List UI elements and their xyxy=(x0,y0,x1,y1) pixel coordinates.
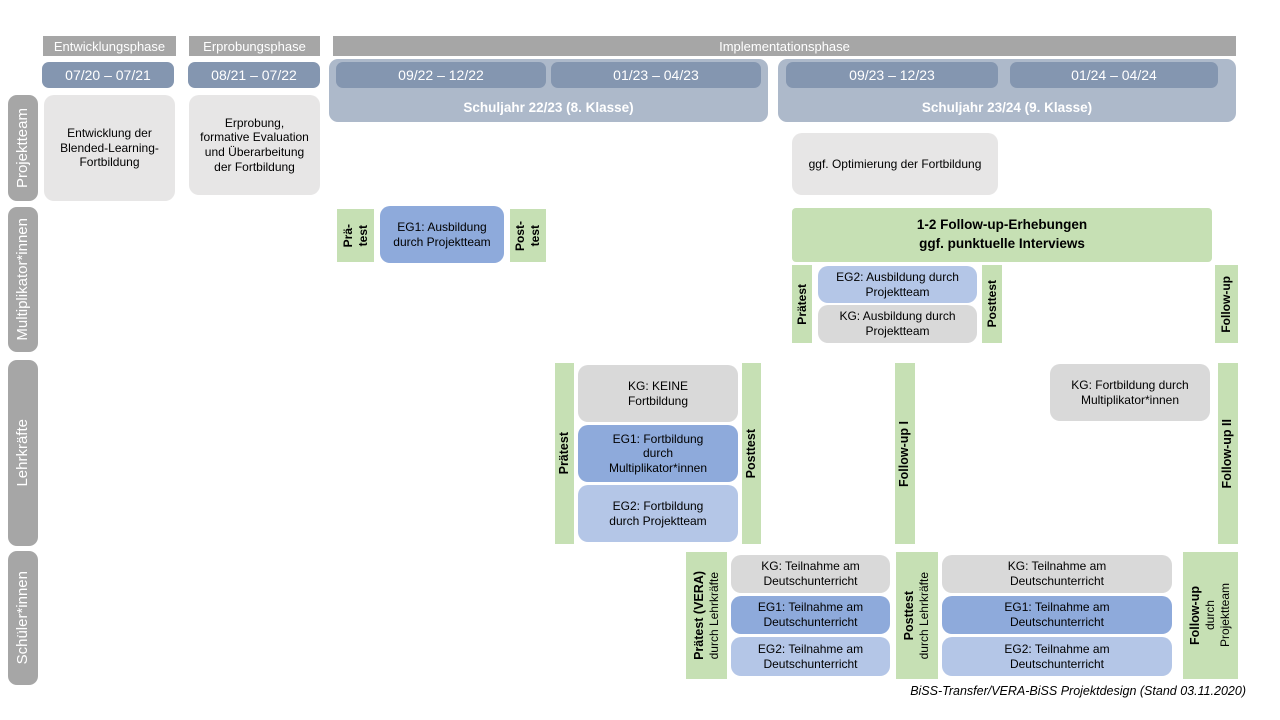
followup-label: Follow-up xyxy=(1219,275,1234,333)
followup-bar-schueler: Follow-up durch Projektteam xyxy=(1183,552,1238,679)
row-label-schueler: Schüler*innen xyxy=(8,551,38,685)
box-entwicklung-fortbildung: Entwicklung der Blended-Learning-Fortbil… xyxy=(44,95,175,201)
praetest-bar-lehrkraefte: Prätest xyxy=(555,363,574,544)
praetest-label: Prätest xyxy=(794,283,809,325)
date-bar-0124-0424: 01/24 – 04/24 xyxy=(1010,62,1218,88)
box-eg2-teilnahme-2: EG2: Teilnahme am Deutschunterricht xyxy=(942,637,1172,676)
date-bar-0922-1222: 09/22 – 12/22 xyxy=(336,62,546,88)
posttest-bar-schueler: Posttest durch Lehrkräfte xyxy=(896,552,938,679)
box-eg2-ausbildung-projektteam: EG2: Ausbildung durch Projektteam xyxy=(818,266,977,303)
posttest-label: Posttest xyxy=(743,428,758,479)
followup1-bar-lehrkraefte: Follow-up I xyxy=(895,363,915,544)
schoolyear-label: Schuljahr 23/24 (9. Klasse) xyxy=(921,100,1093,115)
row-label-lehrkraefte: Lehrkräfte xyxy=(8,360,38,546)
box-erprobung-evaluation: Erprobung, formative Evaluation und Über… xyxy=(189,95,320,195)
date-bar-0821-0722: 08/21 – 07/22 xyxy=(188,62,320,88)
phase-header-entwicklung: Entwicklungsphase xyxy=(43,36,176,56)
durch-lehrkraefte-label: durch Lehrkräfte xyxy=(917,571,932,660)
date-bar-0923-1223: 09/23 – 12/23 xyxy=(786,62,998,88)
box-kg-ausbildung-projektteam: KG: Ausbildung durch Projektteam xyxy=(818,305,977,343)
followup2-bar-lehrkraefte: Follow-up II xyxy=(1218,363,1238,544)
box-eg2-teilnahme-1: EG2: Teilnahme am Deutschunterricht xyxy=(731,637,890,676)
posttest-label: Posttest xyxy=(984,280,999,328)
box-eg1-teilnahme-2: EG1: Teilnahme am Deutschunterricht xyxy=(942,596,1172,634)
box-eg1-teilnahme-1: EG1: Teilnahme am Deutschunterricht xyxy=(731,596,890,634)
diagram-caption: BiSS-Transfer/VERA-BiSS Projektdesign (S… xyxy=(910,684,1246,698)
durch-lehrkraefte-label: durch Lehrkräfte xyxy=(706,571,721,660)
posttest-bar-multiplikatoren: Post- test xyxy=(510,209,546,262)
posttest-label: Posttest xyxy=(902,590,917,641)
followup-bar-multiplikatoren: Follow-up xyxy=(1215,265,1238,343)
posttest-label-line1: Post- xyxy=(513,220,528,251)
row-label-text: Schüler*innen xyxy=(14,571,32,665)
box-kg-teilnahme-1: KG: Teilnahme am Deutschunterricht xyxy=(731,555,890,593)
date-bar-0720-0721: 07/20 – 07/21 xyxy=(42,62,174,88)
box-eg1-fortbildung-multiplikatoren: EG1: Fortbildung durch Multiplikator*inn… xyxy=(578,425,738,482)
row-label-text: Projektteam xyxy=(14,107,32,189)
praetest-bar-multiplikatoren: Prä- test xyxy=(337,209,374,262)
box-optimierung-fortbildung: ggf. Optimierung der Fortbildung xyxy=(792,133,998,195)
posttest2-bar-multiplikatoren: Posttest xyxy=(982,265,1002,343)
row-label-projektteam: Projektteam xyxy=(8,95,38,201)
praetest2-bar-multiplikatoren: Prätest xyxy=(792,265,812,343)
row-label-text: Lehrkräfte xyxy=(14,419,32,487)
followup-label: Follow-up xyxy=(1188,585,1203,645)
praetest-vera-bar-schueler: Prätest (VERA) durch Lehrkräfte xyxy=(686,552,727,679)
followup2-label: Follow-up II xyxy=(1220,418,1235,489)
box-kg-keine-fortbildung: KG: KEINE Fortbildung xyxy=(578,365,738,422)
box-eg2-fortbildung-projektteam: EG2: Fortbildung durch Projektteam xyxy=(578,485,738,542)
praetest-label: Prätest xyxy=(556,432,571,475)
followup1-label: Follow-up I xyxy=(897,420,912,487)
followup-header-line1: 1-2 Follow-up-Erhebungen xyxy=(916,217,1088,233)
projektteam-label: Projektteam xyxy=(1218,583,1233,648)
row-label-multiplikatoren: Multiplikator*innen xyxy=(8,207,38,352)
date-bar-0123-0423: 01/23 – 04/23 xyxy=(551,62,761,88)
box-followup-erhebungen: 1-2 Follow-up-Erhebungen ggf. punktuelle… xyxy=(792,208,1212,262)
praetest-label-line1: Prä- xyxy=(340,223,355,248)
schoolyear-label: Schuljahr 22/23 (8. Klasse) xyxy=(463,100,634,115)
box-kg-fortbildung-multiplikatoren: KG: Fortbildung durch Multiplikator*inne… xyxy=(1050,364,1210,421)
durch-label: durch xyxy=(1203,600,1218,631)
praetest-label-line2: test xyxy=(355,224,370,247)
row-label-text: Multiplikator*innen xyxy=(14,218,32,341)
followup-header-line2: ggf. punktuelle Interviews xyxy=(919,236,1085,251)
box-eg1-ausbildung-projektteam: EG1: Ausbildung durch Projektteam xyxy=(380,206,504,263)
posttest-bar-lehrkraefte: Posttest xyxy=(742,363,761,544)
phase-header-implementation: Implementationsphase xyxy=(333,36,1236,56)
posttest-label-line2: test xyxy=(528,224,542,247)
phase-header-erprobung: Erprobungsphase xyxy=(189,36,320,56)
praetest-vera-label: Prätest (VERA) xyxy=(691,571,706,660)
box-kg-teilnahme-2: KG: Teilnahme am Deutschunterricht xyxy=(942,555,1172,593)
